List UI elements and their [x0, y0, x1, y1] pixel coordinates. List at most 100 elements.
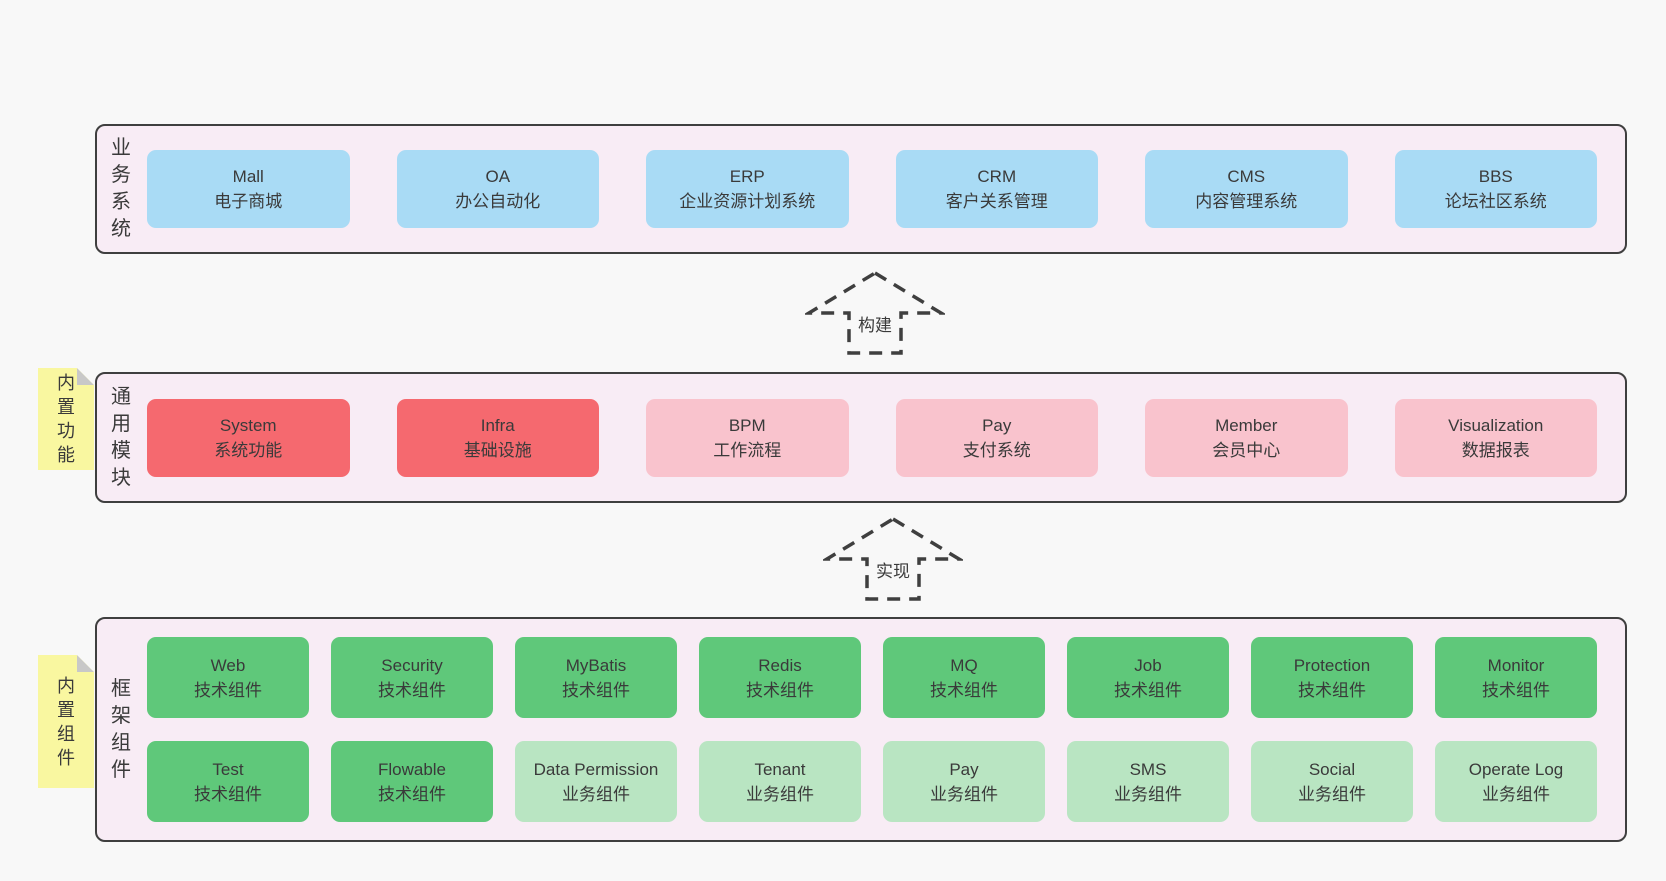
box-title: Pay	[982, 415, 1012, 435]
layer-label-text: 通用模块	[111, 385, 131, 489]
layer-common-modules: 通用模块 System 系统功能 Infra 基础设施 BPM 工作流程 Pay 支付系统 Me…	[95, 372, 1627, 503]
box-subtitle: 技术组件	[194, 680, 262, 700]
box-security: Security 技术组件	[331, 637, 493, 718]
box-mall: Mall 电子商城	[147, 150, 350, 228]
box-protection: Protection 技术组件	[1251, 637, 1413, 718]
box-crm: CRM 客户关系管理	[895, 150, 1098, 228]
box-tenant: Tenant 业务组件	[699, 741, 861, 822]
box-title: Visualization	[1448, 415, 1544, 435]
box-title: ERP	[729, 167, 765, 186]
box-infra: Infra 基础设施	[396, 398, 599, 477]
box-oa: OA 办公自动化	[396, 150, 599, 228]
box-visualization: Visualization 数据报表	[1394, 398, 1597, 477]
build-arrow-label: 构建	[854, 310, 896, 337]
box-title: Infra	[480, 415, 515, 435]
box-subtitle: 业务组件	[930, 784, 998, 804]
box-subtitle: 业务组件	[562, 784, 630, 804]
box-subtitle: 客户关系管理	[945, 192, 1048, 211]
box-subtitle: 技术组件	[746, 680, 814, 700]
box-subtitle: 业务组件	[1114, 784, 1182, 804]
box-title: Mall	[232, 167, 264, 186]
common-modules-box-row: System 系统功能 Infra 基础设施 BPM 工作流程 Pay 支付系统 Member 会…	[145, 374, 1625, 501]
box-title: Tenant	[754, 759, 806, 779]
box-subtitle: 技术组件	[1114, 680, 1182, 700]
box-subtitle: 技术组件	[930, 680, 998, 700]
box-title: OA	[485, 167, 511, 186]
implement-arrow: 实现	[823, 516, 963, 602]
box-cms: CMS 内容管理系统	[1145, 150, 1348, 228]
box-pay: Pay 业务组件	[883, 741, 1045, 822]
box-bbs: BBS 论坛社区系统	[1394, 150, 1597, 228]
builtin-components-note-label: 内置组件	[57, 675, 75, 768]
box-subtitle: 业务组件	[1298, 784, 1366, 804]
box-title: Test	[212, 759, 244, 779]
box-title: BBS	[1478, 167, 1513, 186]
folded-corner-icon	[77, 655, 94, 672]
box-title: CRM	[977, 167, 1017, 186]
layer-framework-components-label: 框架组件	[97, 619, 145, 840]
box-bpm: BPM 工作流程	[646, 398, 849, 477]
box-subtitle: 技术组件	[1482, 680, 1550, 700]
builtin-features-note: 内置功能	[38, 368, 94, 470]
box-title: Security	[381, 655, 443, 675]
box-pay: Pay 支付系统	[895, 398, 1098, 477]
box-subtitle: 论坛社区系统	[1444, 192, 1547, 211]
box-subtitle: 办公自动化	[455, 192, 541, 211]
box-title: SMS	[1129, 759, 1167, 779]
builtin-features-note-label: 内置功能	[57, 373, 75, 465]
box-job: Job 技术组件	[1067, 637, 1229, 718]
dashed-up-arrow-icon	[823, 516, 963, 601]
box-title: Member	[1215, 415, 1278, 435]
box-subtitle: 电子商城	[214, 192, 283, 211]
box-subtitle: 系统功能	[214, 440, 283, 460]
layer-label-text: 业务系统	[111, 137, 131, 240]
layer-common-modules-label: 通用模块	[97, 374, 145, 501]
box-title: Data Permission	[533, 759, 659, 779]
box-member: Member 会员中心	[1145, 398, 1348, 477]
box-redis: Redis 技术组件	[699, 637, 861, 718]
box-subtitle: 会员中心	[1212, 440, 1281, 460]
box-subtitle: 工作流程	[713, 440, 782, 460]
box-title: BPM	[728, 415, 766, 435]
box-subtitle: 基础设施	[463, 440, 532, 460]
dashed-up-arrow-icon	[805, 270, 945, 355]
layer-label-text: 框架组件	[111, 677, 131, 781]
box-title: CMS	[1227, 167, 1266, 186]
box-title: System	[219, 415, 277, 435]
box-title: Pay	[949, 759, 979, 779]
box-title: Redis	[758, 655, 802, 675]
box-subtitle: 技术组件	[378, 680, 446, 700]
box-subtitle: 技术组件	[1298, 680, 1366, 700]
box-title: Social	[1308, 759, 1356, 779]
box-title: Flowable	[377, 759, 447, 779]
box-title: Monitor	[1487, 655, 1545, 675]
builtin-components-note: 内置组件	[38, 655, 94, 788]
box-subtitle: 技术组件	[562, 680, 630, 700]
box-social: Social 业务组件	[1251, 741, 1413, 822]
box-title: Job	[1134, 655, 1162, 675]
box-title: Operate Log	[1468, 759, 1564, 779]
box-sms: SMS 业务组件	[1067, 741, 1229, 822]
box-title: MyBatis	[565, 655, 627, 675]
box-subtitle: 支付系统	[962, 440, 1031, 460]
box-subtitle: 业务组件	[1482, 784, 1550, 804]
box-system: System 系统功能	[147, 398, 350, 477]
box-subtitle: 内容管理系统	[1195, 192, 1298, 211]
box-monitor: Monitor 技术组件	[1435, 637, 1597, 718]
folded-corner-icon	[77, 368, 94, 385]
box-title: Protection	[1293, 655, 1371, 675]
box-data-permission: Data Permission 业务组件	[515, 741, 677, 822]
box-subtitle: 数据报表	[1461, 440, 1530, 460]
build-arrow: 构建	[805, 270, 945, 356]
box-subtitle: 业务组件	[746, 784, 814, 804]
